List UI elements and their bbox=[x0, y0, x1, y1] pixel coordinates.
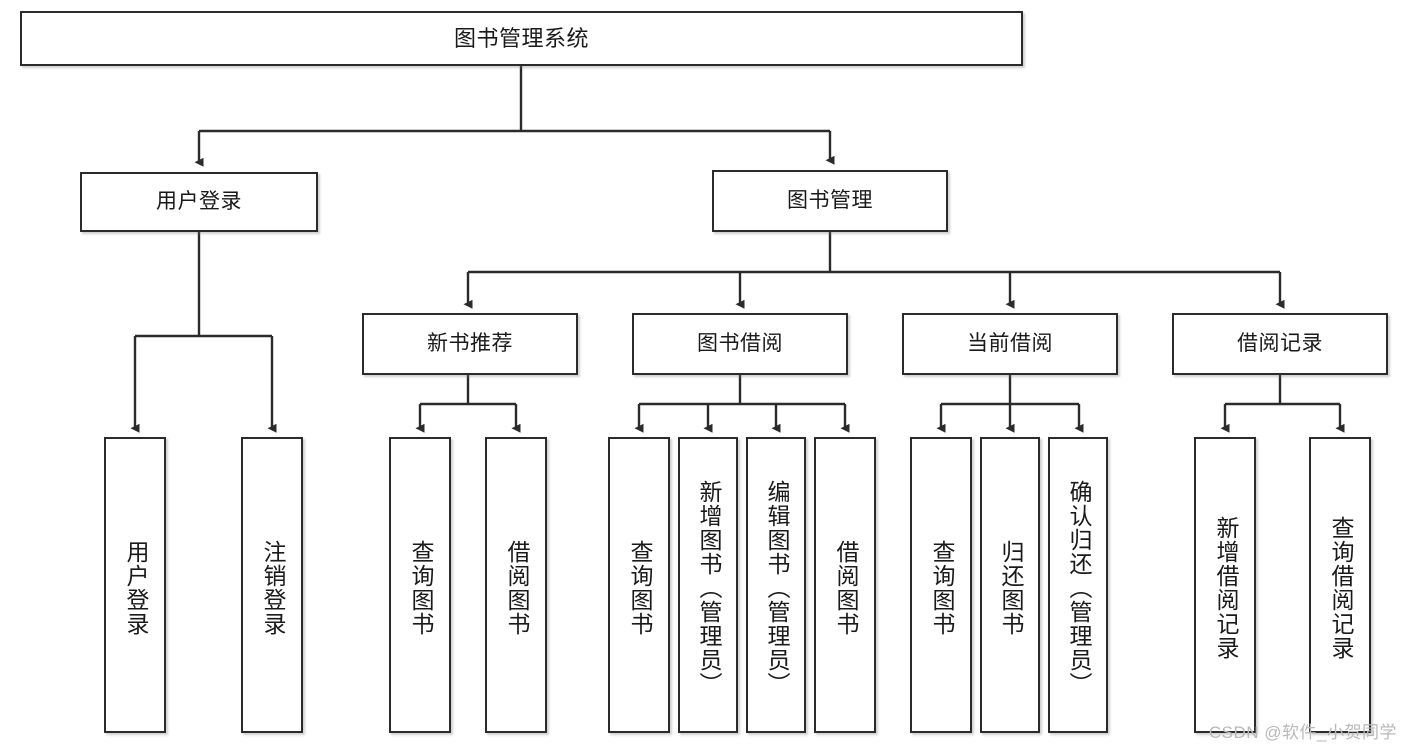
node-label: 借阅记录 bbox=[1237, 331, 1323, 355]
node-leaf-logout[interactable]: 注销登录 bbox=[241, 437, 303, 733]
node-leaf-add-borrow-record[interactable]: 新增借阅记录 bbox=[1194, 437, 1256, 733]
node-leaf-return-books[interactable]: 归还图书 bbox=[980, 437, 1040, 733]
node-label: 编辑图书（管理员） bbox=[763, 480, 790, 696]
node-book-borrowing[interactable]: 图书借阅 bbox=[632, 313, 848, 375]
node-leaf-query-books-borrow[interactable]: 查询图书 bbox=[608, 437, 670, 733]
node-current-borrowing[interactable]: 当前借阅 bbox=[902, 313, 1118, 375]
node-leaf-confirm-return-admin[interactable]: 确认归还（管理员） bbox=[1048, 437, 1108, 733]
node-leaf-edit-book-admin[interactable]: 编辑图书（管理员） bbox=[746, 437, 806, 733]
node-label: 查询图书 bbox=[407, 540, 434, 636]
node-new-book-recommendation[interactable]: 新书推荐 bbox=[362, 313, 578, 375]
node-label: 查询图书 bbox=[626, 540, 653, 636]
node-label: 借阅图书 bbox=[832, 540, 859, 636]
node-user-login[interactable]: 用户登录 bbox=[80, 172, 318, 232]
node-leaf-borrow-books[interactable]: 借阅图书 bbox=[814, 437, 876, 733]
node-book-management[interactable]: 图书管理 bbox=[712, 170, 948, 232]
node-leaf-query-books-newbook[interactable]: 查询图书 bbox=[389, 437, 451, 733]
node-label: 图书借阅 bbox=[697, 331, 783, 355]
node-label: 借阅图书 bbox=[503, 540, 530, 636]
node-label: 用户登录 bbox=[156, 189, 242, 213]
watermark-text: CSDN @软件_小贺同学 bbox=[1208, 723, 1397, 742]
node-label: 新书推荐 bbox=[427, 331, 513, 355]
node-leaf-user-login[interactable]: 用户登录 bbox=[104, 437, 166, 733]
node-label: 图书管理 bbox=[787, 188, 873, 212]
node-leaf-query-borrow-record[interactable]: 查询借阅记录 bbox=[1309, 437, 1371, 733]
node-label: 确认归还（管理员） bbox=[1065, 480, 1092, 696]
node-label: 注销登录 bbox=[259, 540, 286, 636]
node-borrowing-record[interactable]: 借阅记录 bbox=[1172, 313, 1388, 375]
node-label: 当前借阅 bbox=[967, 331, 1053, 355]
node-label: 归还图书 bbox=[997, 540, 1024, 636]
node-label: 查询图书 bbox=[928, 540, 955, 636]
node-leaf-borrow-books-newbook[interactable]: 借阅图书 bbox=[485, 437, 547, 733]
node-label: 新增借阅记录 bbox=[1212, 516, 1239, 660]
node-leaf-add-book-admin[interactable]: 新增图书（管理员） bbox=[678, 437, 738, 733]
node-label: 查询借阅记录 bbox=[1327, 516, 1354, 660]
node-label: 图书管理系统 bbox=[453, 25, 589, 51]
node-label: 用户登录 bbox=[122, 540, 149, 636]
node-leaf-query-books-current[interactable]: 查询图书 bbox=[910, 437, 972, 733]
node-label: 新增图书（管理员） bbox=[695, 480, 722, 696]
node-root-library-management-system[interactable]: 图书管理系统 bbox=[20, 11, 1023, 66]
